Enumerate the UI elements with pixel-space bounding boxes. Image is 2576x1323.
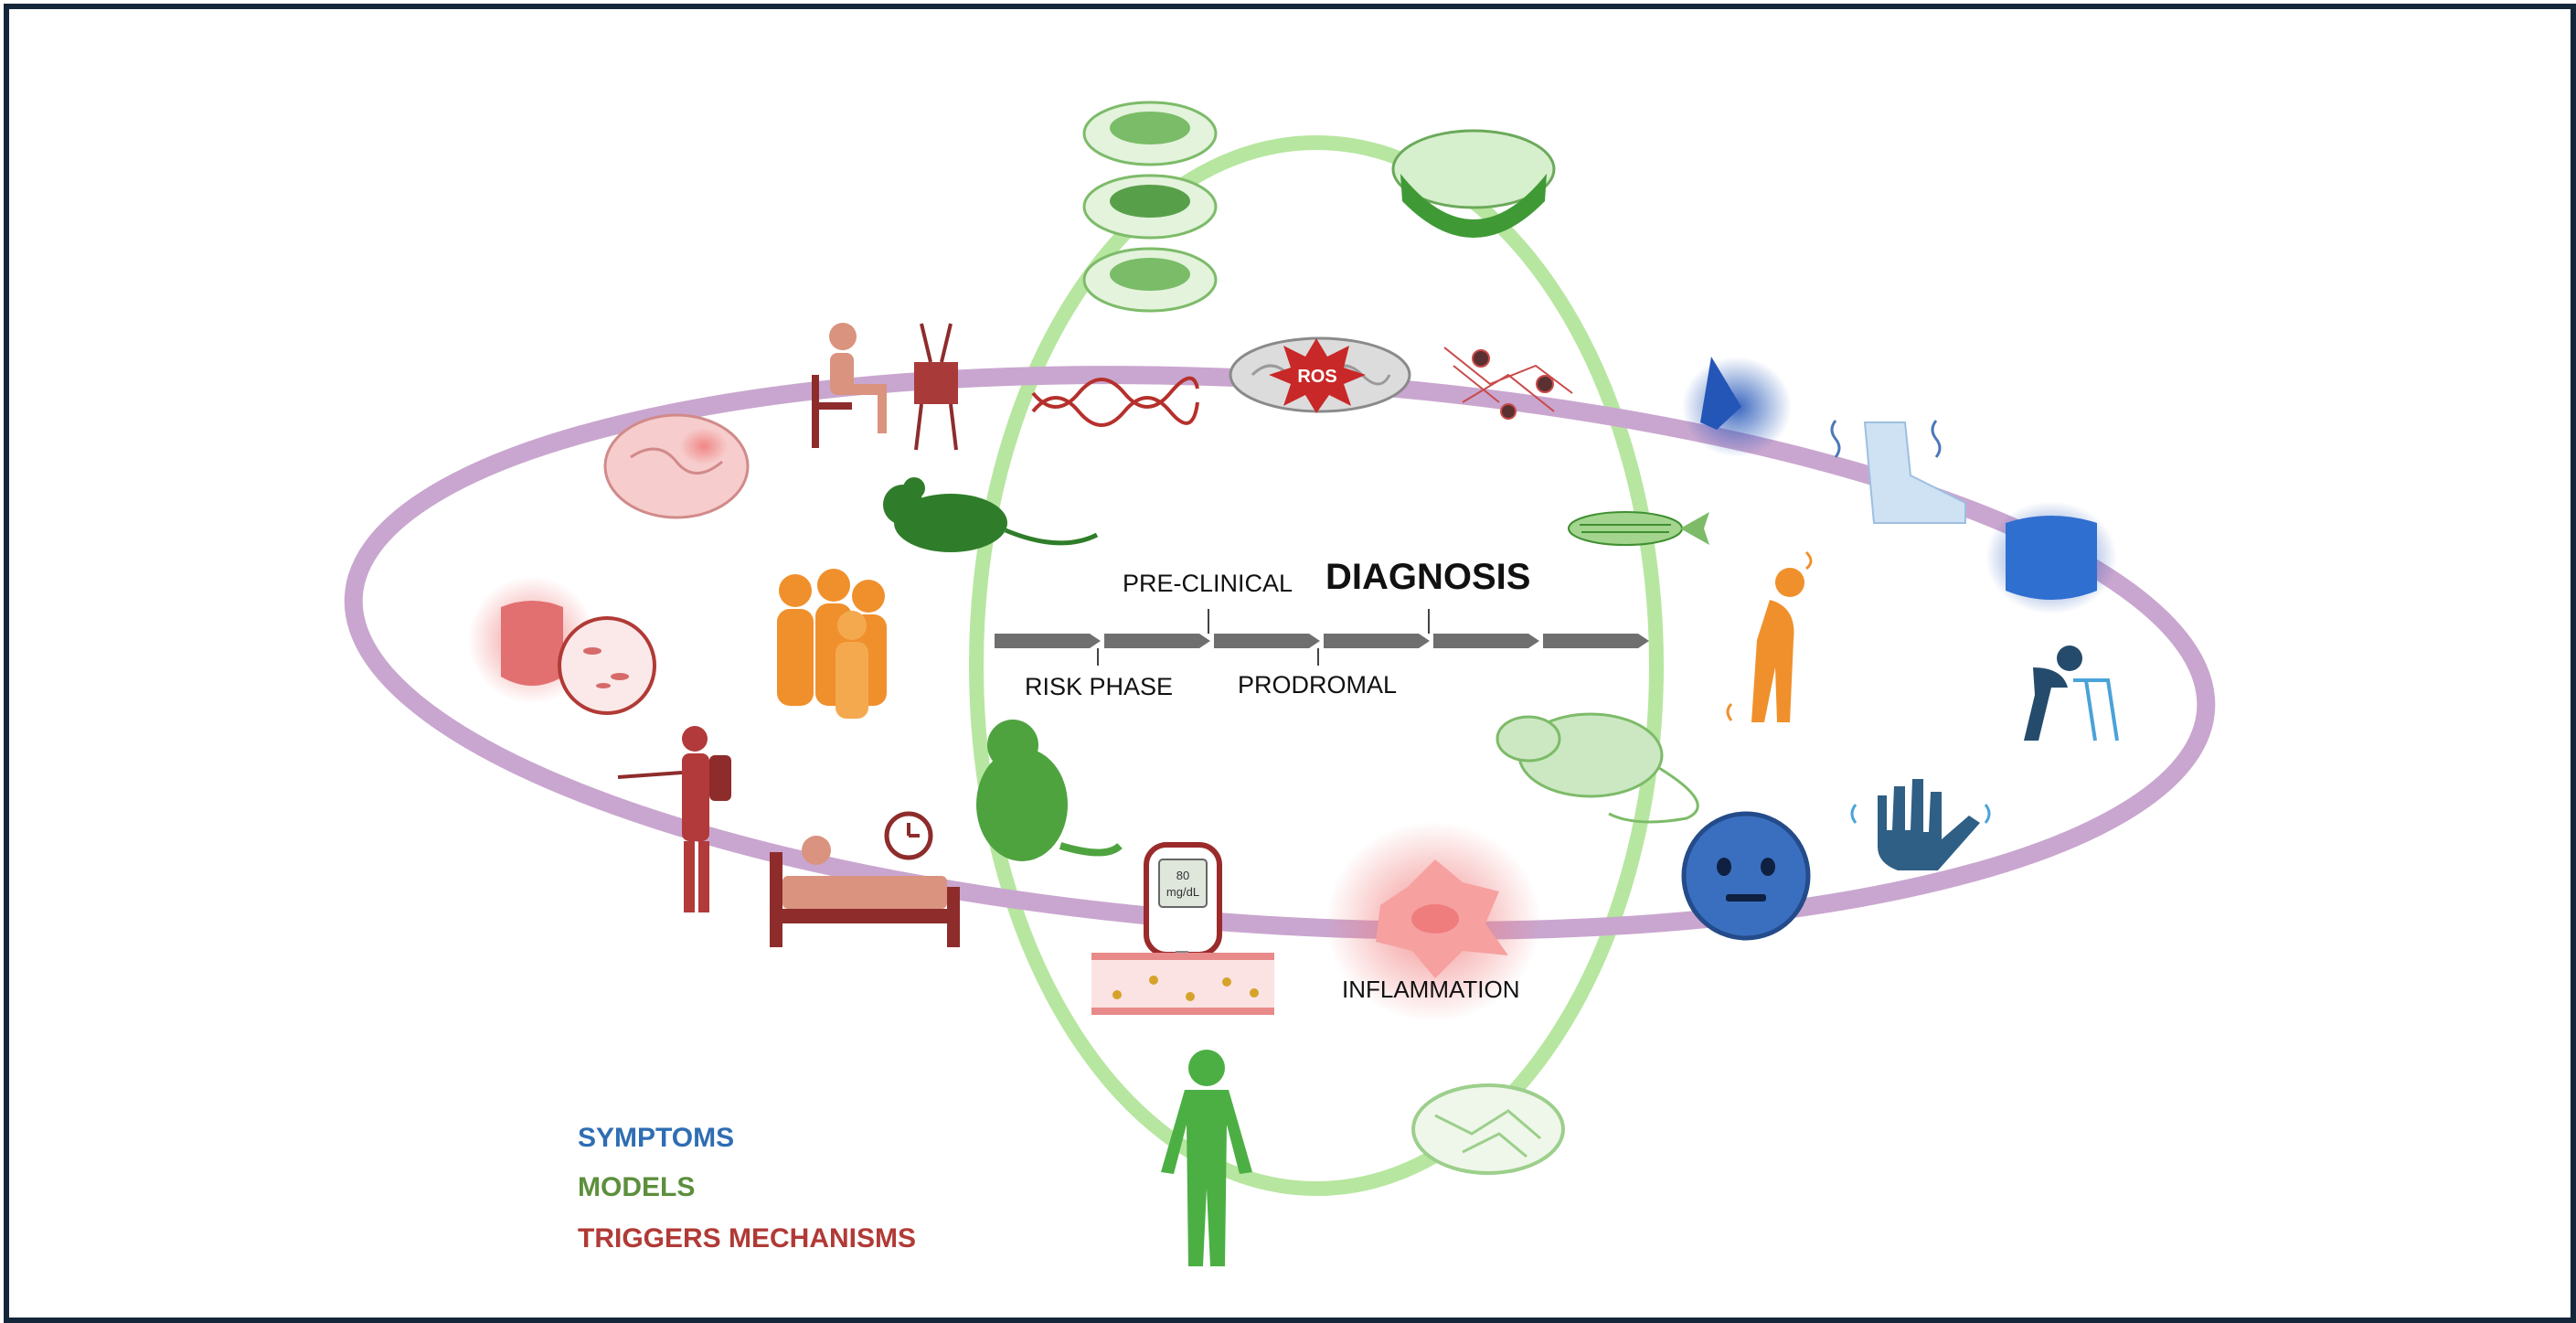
- stage-diagnosis-label: DIAGNOSIS: [1325, 557, 1530, 597]
- microbiome-icon: [558, 616, 656, 715]
- television-icon: [914, 323, 958, 451]
- sitting-person-icon: [812, 323, 887, 448]
- blood-vessel-icon: [1091, 953, 1274, 1015]
- petri-dish-network-icon: [1411, 1083, 1565, 1175]
- legend-symptoms: SYMPTOMS: [578, 1123, 734, 1153]
- anxious-face-icon: [1681, 811, 1811, 941]
- constipation-gut-icon: [1985, 501, 2117, 614]
- brain-icon: [603, 413, 750, 519]
- glucose-unit: mg/dL: [1166, 885, 1199, 899]
- timeline-arrows: [995, 634, 1649, 648]
- legend-triggers: TRIGGERS MECHANISMS: [578, 1223, 916, 1254]
- pesticide-sprayer-icon: [617, 726, 731, 912]
- stage-risk-phase-label: RISK PHASE: [1025, 673, 1173, 700]
- stooped-person-icon: [1726, 550, 1813, 722]
- stage-pre-clinical-label: PRE-CLINICAL: [1123, 570, 1293, 597]
- petri-dish-stack-icon: [1082, 101, 1218, 313]
- dna-icon: [1031, 376, 1199, 427]
- inflammation-label: INFLAMMATION: [1342, 976, 1520, 1003]
- stage-prodromal-label: PRODROMAL: [1238, 671, 1397, 699]
- bed-sleep-icon: [770, 836, 960, 947]
- walker-person-icon: [2024, 645, 2119, 742]
- neurons-aggregate-icon: [1443, 347, 1573, 420]
- monkey-icon: [976, 720, 1123, 861]
- human-body-icon: [1161, 1050, 1252, 1266]
- glucose-value: 80: [1176, 869, 1189, 882]
- rat-icon: [1496, 712, 1699, 824]
- group-people-icon: [777, 569, 887, 719]
- inflamed-cell-icon: [1325, 821, 1541, 1022]
- mitochondria-ros-icon: ROS: [1229, 336, 1411, 413]
- mouse-icon: [883, 477, 1099, 552]
- tremor-hand-icon: [1850, 779, 1991, 870]
- figure-frame: [4, 4, 2576, 1323]
- foot-pain-icon: [1830, 420, 1966, 524]
- culture-flask-icon: [1391, 129, 1556, 238]
- clock-icon: [884, 811, 933, 860]
- legend-models: MODELS: [578, 1172, 695, 1202]
- ros-label: ROS: [1297, 367, 1336, 387]
- models-ring: [969, 135, 1664, 1196]
- timeline-ticks: [1097, 609, 1430, 666]
- zebrafish-icon: [1568, 511, 1709, 546]
- olfaction-nose-icon: [1682, 357, 1792, 457]
